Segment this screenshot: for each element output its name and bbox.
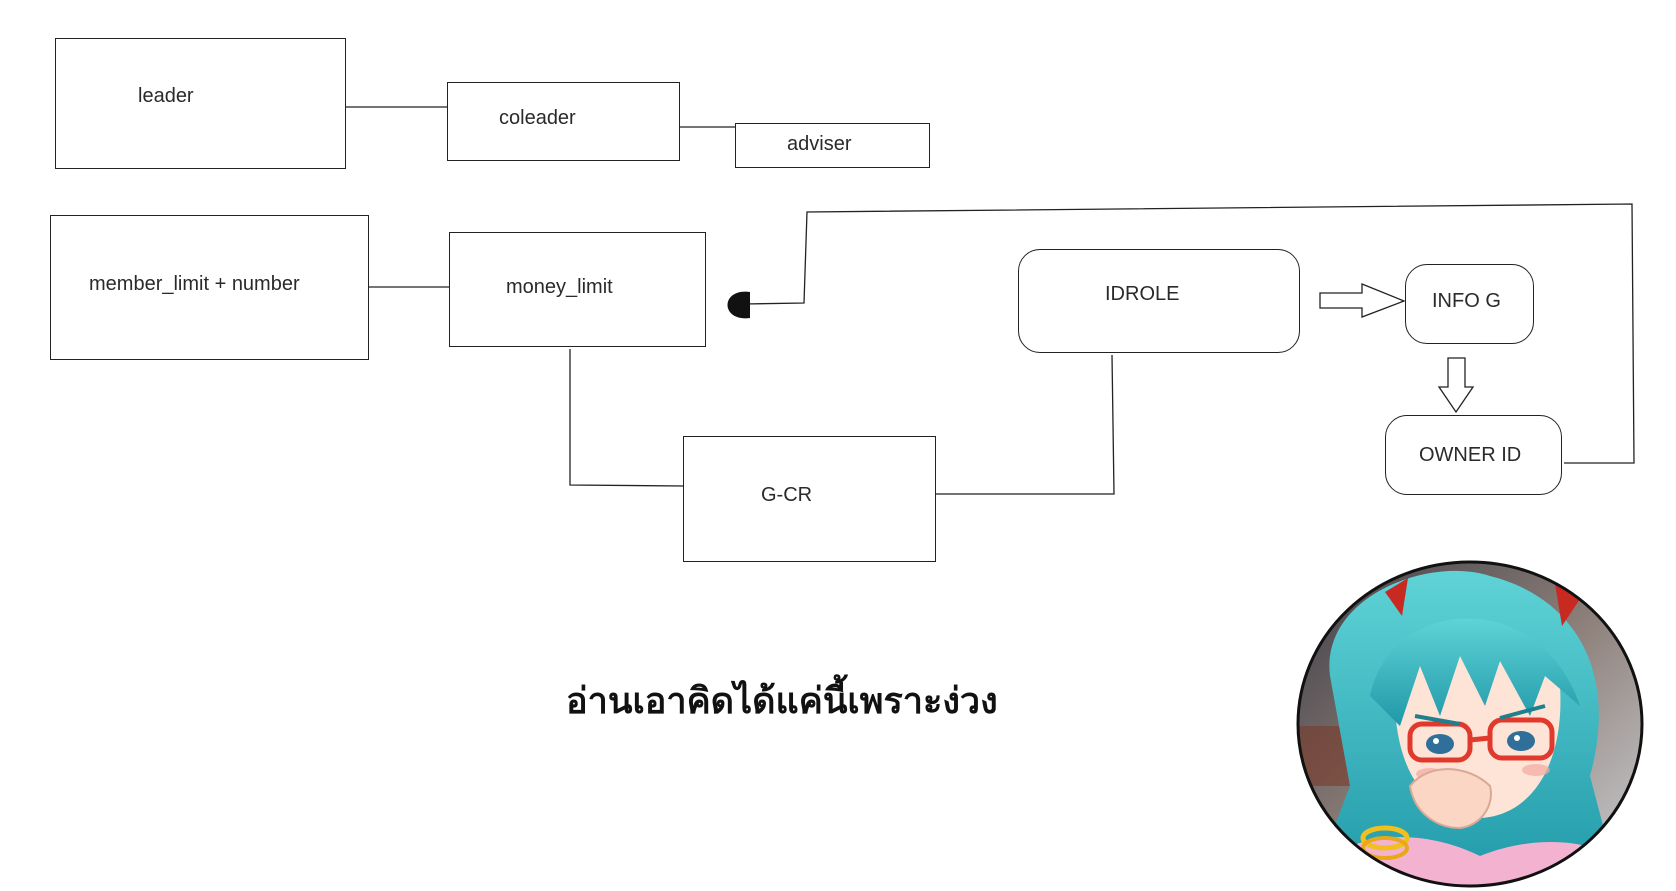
- coleader-node: [447, 82, 680, 161]
- owner-id-node: [1385, 415, 1562, 495]
- money-gcr-connector: [569, 349, 684, 487]
- idrole-node: [1018, 249, 1300, 353]
- money-limit-node: [449, 232, 706, 347]
- right-arrow-icon: [1319, 283, 1406, 318]
- gcr-idrole-connector: [936, 354, 1115, 495]
- adviser-label: adviser: [787, 133, 852, 155]
- info-g-node: [1405, 264, 1534, 344]
- anime-girl-avatar-icon: [1290, 556, 1650, 890]
- down-arrow-icon: [1437, 357, 1475, 414]
- adviser-node: [735, 123, 930, 168]
- leader-label: leader: [138, 85, 194, 107]
- leader-node: [55, 38, 346, 169]
- owner-loop-connector: [743, 203, 1635, 464]
- owner-id-label: OWNER ID: [1419, 444, 1522, 466]
- caption-text: อ่านเอาคิดได้แค่นี้เพราะง่วง: [566, 681, 998, 722]
- member-limit-node: [50, 215, 369, 360]
- idrole-label: IDROLE: [1105, 283, 1180, 305]
- member-limit-label: member_limit + number: [89, 273, 300, 295]
- g-cr-node: [683, 436, 936, 562]
- info-g-label: INFO G: [1432, 290, 1501, 312]
- coleader-label: coleader: [499, 107, 576, 129]
- g-cr-label: G-CR: [761, 484, 813, 506]
- money-limit-label: money_limit: [506, 276, 613, 298]
- loop-arrowhead-icon: [727, 291, 750, 319]
